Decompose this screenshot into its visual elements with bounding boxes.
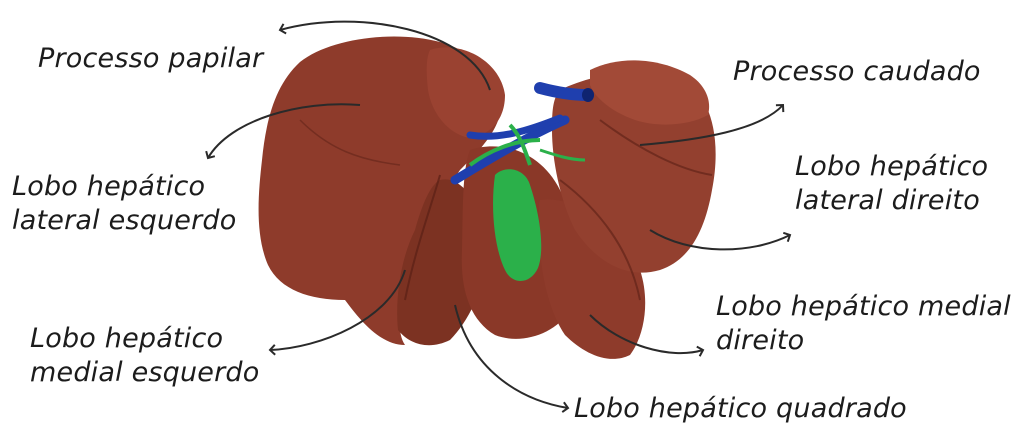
- label-medial-esquerdo-line2: medial esquerdo: [30, 356, 259, 390]
- label-medial-direito-line2: direito: [716, 324, 1011, 358]
- label-lateral-esquerdo-line2: lateral esquerdo: [12, 204, 236, 238]
- label-processo-papilar: Processo papilar: [38, 42, 263, 76]
- label-medial-direito-line1: Lobo hepático medial: [716, 290, 1011, 324]
- label-quadrado: Lobo hepático quadrado: [574, 392, 907, 426]
- label-lateral-esquerdo: Lobo hepático lateral esquerdo: [12, 170, 236, 238]
- label-processo-caudado: Processo caudado: [733, 55, 981, 89]
- label-processo-caudado-text: Processo caudado: [733, 55, 981, 89]
- label-quadrado-text: Lobo hepático quadrado: [574, 392, 907, 426]
- label-lateral-esquerdo-line1: Lobo hepático: [12, 170, 236, 204]
- label-lateral-direito: Lobo hepático lateral direito: [795, 150, 988, 218]
- label-lateral-direito-line2: lateral direito: [795, 184, 988, 218]
- label-medial-direito: Lobo hepático medial direito: [716, 290, 1011, 358]
- label-processo-papilar-text: Processo papilar: [38, 42, 263, 76]
- label-medial-esquerdo: Lobo hepático medial esquerdo: [30, 322, 259, 390]
- label-lateral-direito-line1: Lobo hepático: [795, 150, 988, 184]
- label-medial-esquerdo-line1: Lobo hepático: [30, 322, 259, 356]
